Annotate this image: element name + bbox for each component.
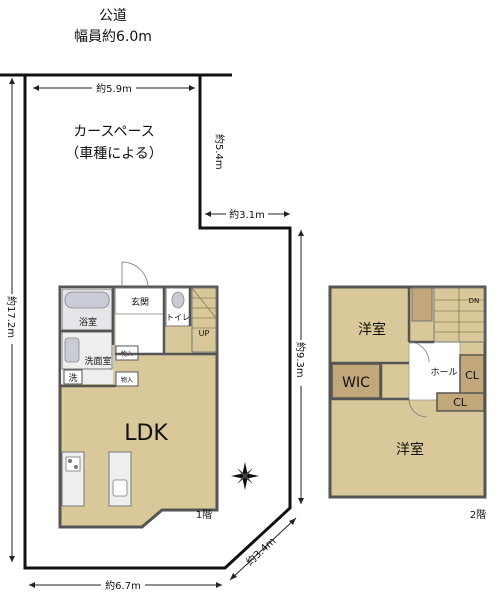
dim-step-bg — [226, 208, 268, 220]
closet-b — [436, 392, 485, 412]
dim-bottom-width: 約6.7m — [105, 579, 141, 592]
dim-arrow-icon — [29, 582, 35, 588]
door-swing-icon — [408, 398, 428, 418]
dim-arrow-icon — [284, 211, 290, 217]
western-room-b-label: 洋室 — [396, 441, 424, 458]
closet-a-label: CL — [465, 369, 480, 382]
dim-right-offset: 約5.4m — [213, 134, 226, 170]
hall-label: ホール — [430, 367, 457, 378]
storage-b-label: 物入 — [121, 376, 133, 384]
washroom-label: 洗面室 — [84, 355, 111, 367]
closet-a — [459, 354, 485, 396]
storage-b — [115, 371, 139, 387]
dim-arrow-icon — [9, 78, 15, 84]
dim-bottom-bg — [101, 579, 145, 591]
dim-right-bg — [295, 340, 307, 386]
parking-note: （車種による） — [65, 145, 163, 162]
road-label: 公道 — [99, 8, 127, 24]
dim-right-depth: 約9.3m — [294, 342, 307, 378]
hall — [408, 341, 461, 401]
parking-label: カースペース — [73, 124, 155, 140]
stair-dn-label: DN — [469, 297, 480, 305]
burner-icon — [68, 459, 72, 463]
stair-up-label: UP — [199, 329, 210, 338]
dim-arrow-icon — [33, 85, 39, 91]
floor1-walls — [60, 287, 217, 388]
laundry-space — [63, 369, 83, 385]
floor2-storage — [411, 287, 433, 322]
dim-arrow-icon — [205, 211, 211, 217]
wic-label: WIC — [342, 375, 370, 391]
door-swing-icon — [408, 341, 430, 363]
ldk-label: LDK — [124, 421, 168, 446]
stove-icon — [65, 456, 81, 472]
burner-icon — [74, 465, 78, 469]
dim-arrow-icon — [298, 498, 304, 504]
floor2-plan: ホール DN WIC CL CL — [328, 285, 487, 521]
site-boundary — [23, 75, 292, 570]
dim-left-bg — [6, 294, 18, 344]
compass-icon — [231, 462, 259, 490]
dim-top-width: 約5.9m — [96, 82, 132, 95]
closet-b-label: CL — [453, 396, 468, 409]
kitchen-island — [108, 451, 132, 507]
stair-treads — [191, 287, 217, 329]
laundry-label: 洗 — [68, 372, 77, 384]
patio-door-icon — [141, 512, 159, 528]
bathtub-icon — [64, 291, 110, 309]
toilet-icon — [171, 291, 185, 309]
toilet-label: トイレ — [166, 313, 190, 322]
dim-arrow-icon — [289, 518, 296, 525]
dim-arrow-icon — [9, 556, 15, 562]
dim-step-width: 約3.1m — [229, 208, 265, 221]
stair-treads — [434, 288, 484, 342]
floor1-label: 1階 — [196, 509, 212, 521]
bath-label: 浴室 — [79, 316, 97, 328]
floor1-stairs — [191, 287, 217, 353]
road-width-label: 幅員約6.0m — [74, 29, 152, 45]
western-room-a-label: 洋室 — [358, 321, 386, 338]
entrance-door-icon — [121, 261, 149, 289]
dim-top-bg — [92, 82, 136, 94]
dim-diagonal: 約3.4m — [243, 534, 278, 568]
dim-left-depth: 約17.2m — [5, 296, 18, 338]
entrance-label: 玄関 — [131, 296, 149, 308]
floor2-label: 2階 — [470, 509, 486, 521]
dim-diagonal-line — [229, 517, 297, 581]
dim-arrow-icon — [298, 230, 304, 236]
entrance — [114, 287, 165, 315]
kitchen-sink-icon — [112, 479, 128, 497]
dim-arrow-icon — [230, 573, 237, 580]
dim-arrow-icon — [216, 582, 222, 588]
sink-icon — [64, 337, 80, 363]
floor1-plan: 浴室 洗面室 洗 玄関 トイレ UP 物入 物入 — [58, 261, 219, 529]
dim-arrow-icon — [189, 85, 195, 91]
